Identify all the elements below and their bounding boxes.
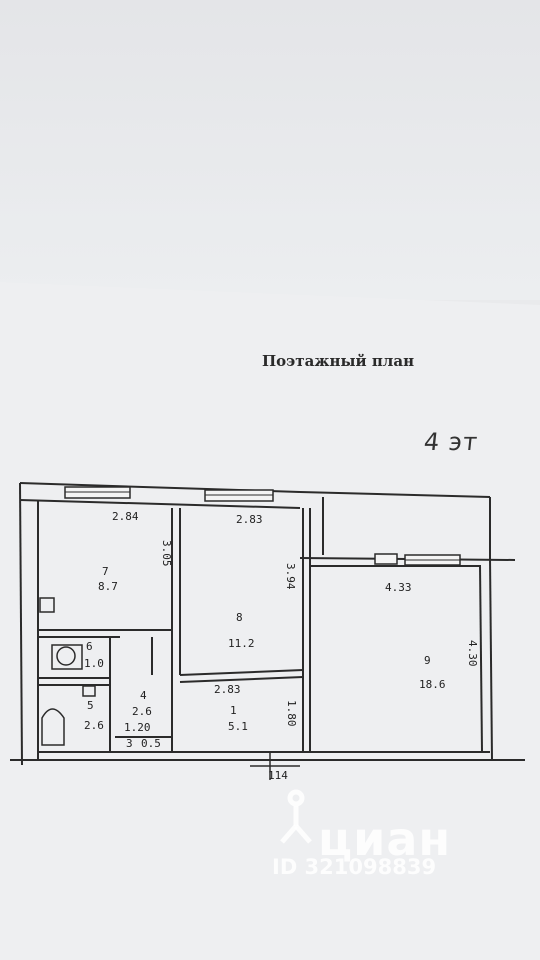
room-8-area: 11.2 xyxy=(228,637,255,650)
room-7-number: 7 xyxy=(102,565,109,578)
stove-icon xyxy=(39,597,55,613)
room-1-area: 5.1 xyxy=(228,720,248,733)
room-4-area: 2.6 xyxy=(132,705,152,718)
dim-r8-width-top: 2.83 xyxy=(236,513,263,526)
room-9-area: 18.6 xyxy=(419,678,446,691)
dim-r4-width: 1.20 xyxy=(124,721,151,734)
wall-r8-bottom xyxy=(179,669,304,676)
wall-r8-bottom-b xyxy=(179,676,304,683)
room-5-area: 2.6 xyxy=(84,719,104,732)
room-3-number: 3 xyxy=(126,737,133,750)
paper-sheet xyxy=(0,282,540,960)
wall-top-right xyxy=(299,491,491,498)
room-1-number: 1 xyxy=(230,704,237,717)
watermark-brand: циан xyxy=(318,812,452,866)
dim-r9-width: 4.33 xyxy=(385,581,412,594)
room-3-area: 0.5 xyxy=(141,737,161,750)
wall-right-inner xyxy=(479,564,483,753)
sink-icon xyxy=(82,685,96,697)
room-5-number: 5 xyxy=(87,699,94,712)
watermark-listing-id: ID 321098839 xyxy=(272,855,437,879)
room-9-number: 9 xyxy=(424,654,431,667)
room-7-area: 8.7 xyxy=(98,580,118,593)
plan-title: Поэтажный план xyxy=(262,352,415,370)
room-6-number: 6 xyxy=(86,640,93,653)
background-sheet xyxy=(0,0,540,300)
dim-r7-width: 2.84 xyxy=(112,510,139,523)
toilet-icon xyxy=(56,646,76,666)
wall-right-outer xyxy=(489,557,493,761)
wall-top-left-inner xyxy=(19,499,301,509)
wall-left xyxy=(19,482,23,766)
bathtub-icon xyxy=(41,708,65,746)
dim-stair: 114 xyxy=(268,769,288,782)
window-r9-a xyxy=(374,553,398,565)
room-8-number: 8 xyxy=(236,611,243,624)
room-6-area: 1.0 xyxy=(84,657,104,670)
room-4-number: 4 xyxy=(140,689,147,702)
dim-r8-width-bottom: 2.83 xyxy=(214,683,241,696)
